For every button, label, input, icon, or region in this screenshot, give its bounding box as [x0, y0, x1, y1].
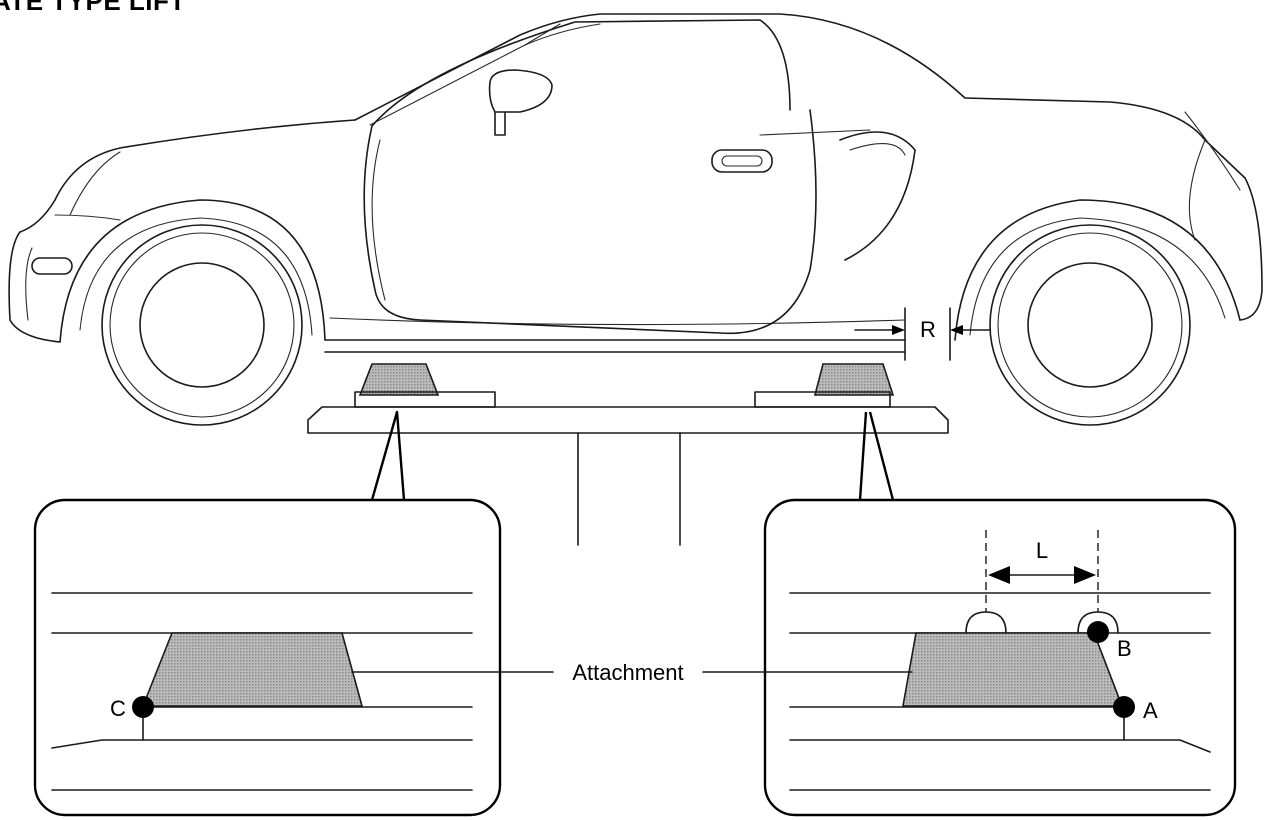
point-a-marker: [1113, 696, 1135, 718]
front-wheel: [101, 224, 303, 426]
point-c-label: C: [110, 696, 126, 721]
car-outline: [8, 13, 1263, 353]
dimension-r-label: R: [920, 317, 936, 342]
lift-platform: [307, 363, 949, 546]
attachment-label: Attachment: [572, 660, 683, 685]
page-title: ATE TYPE LIFT: [0, 0, 186, 16]
callout-rear: B A L: [763, 411, 1237, 817]
callout-front: C: [33, 410, 502, 817]
point-b-label: B: [1117, 636, 1132, 661]
point-c-marker: [132, 696, 154, 718]
rear-wheel: [989, 224, 1191, 426]
dimension-l-label: L: [1036, 538, 1048, 563]
attachment-callout: Attachment: [351, 660, 913, 685]
point-a-label: A: [1143, 698, 1158, 723]
dimension-r: R: [854, 307, 991, 361]
point-b-marker: [1087, 621, 1109, 643]
